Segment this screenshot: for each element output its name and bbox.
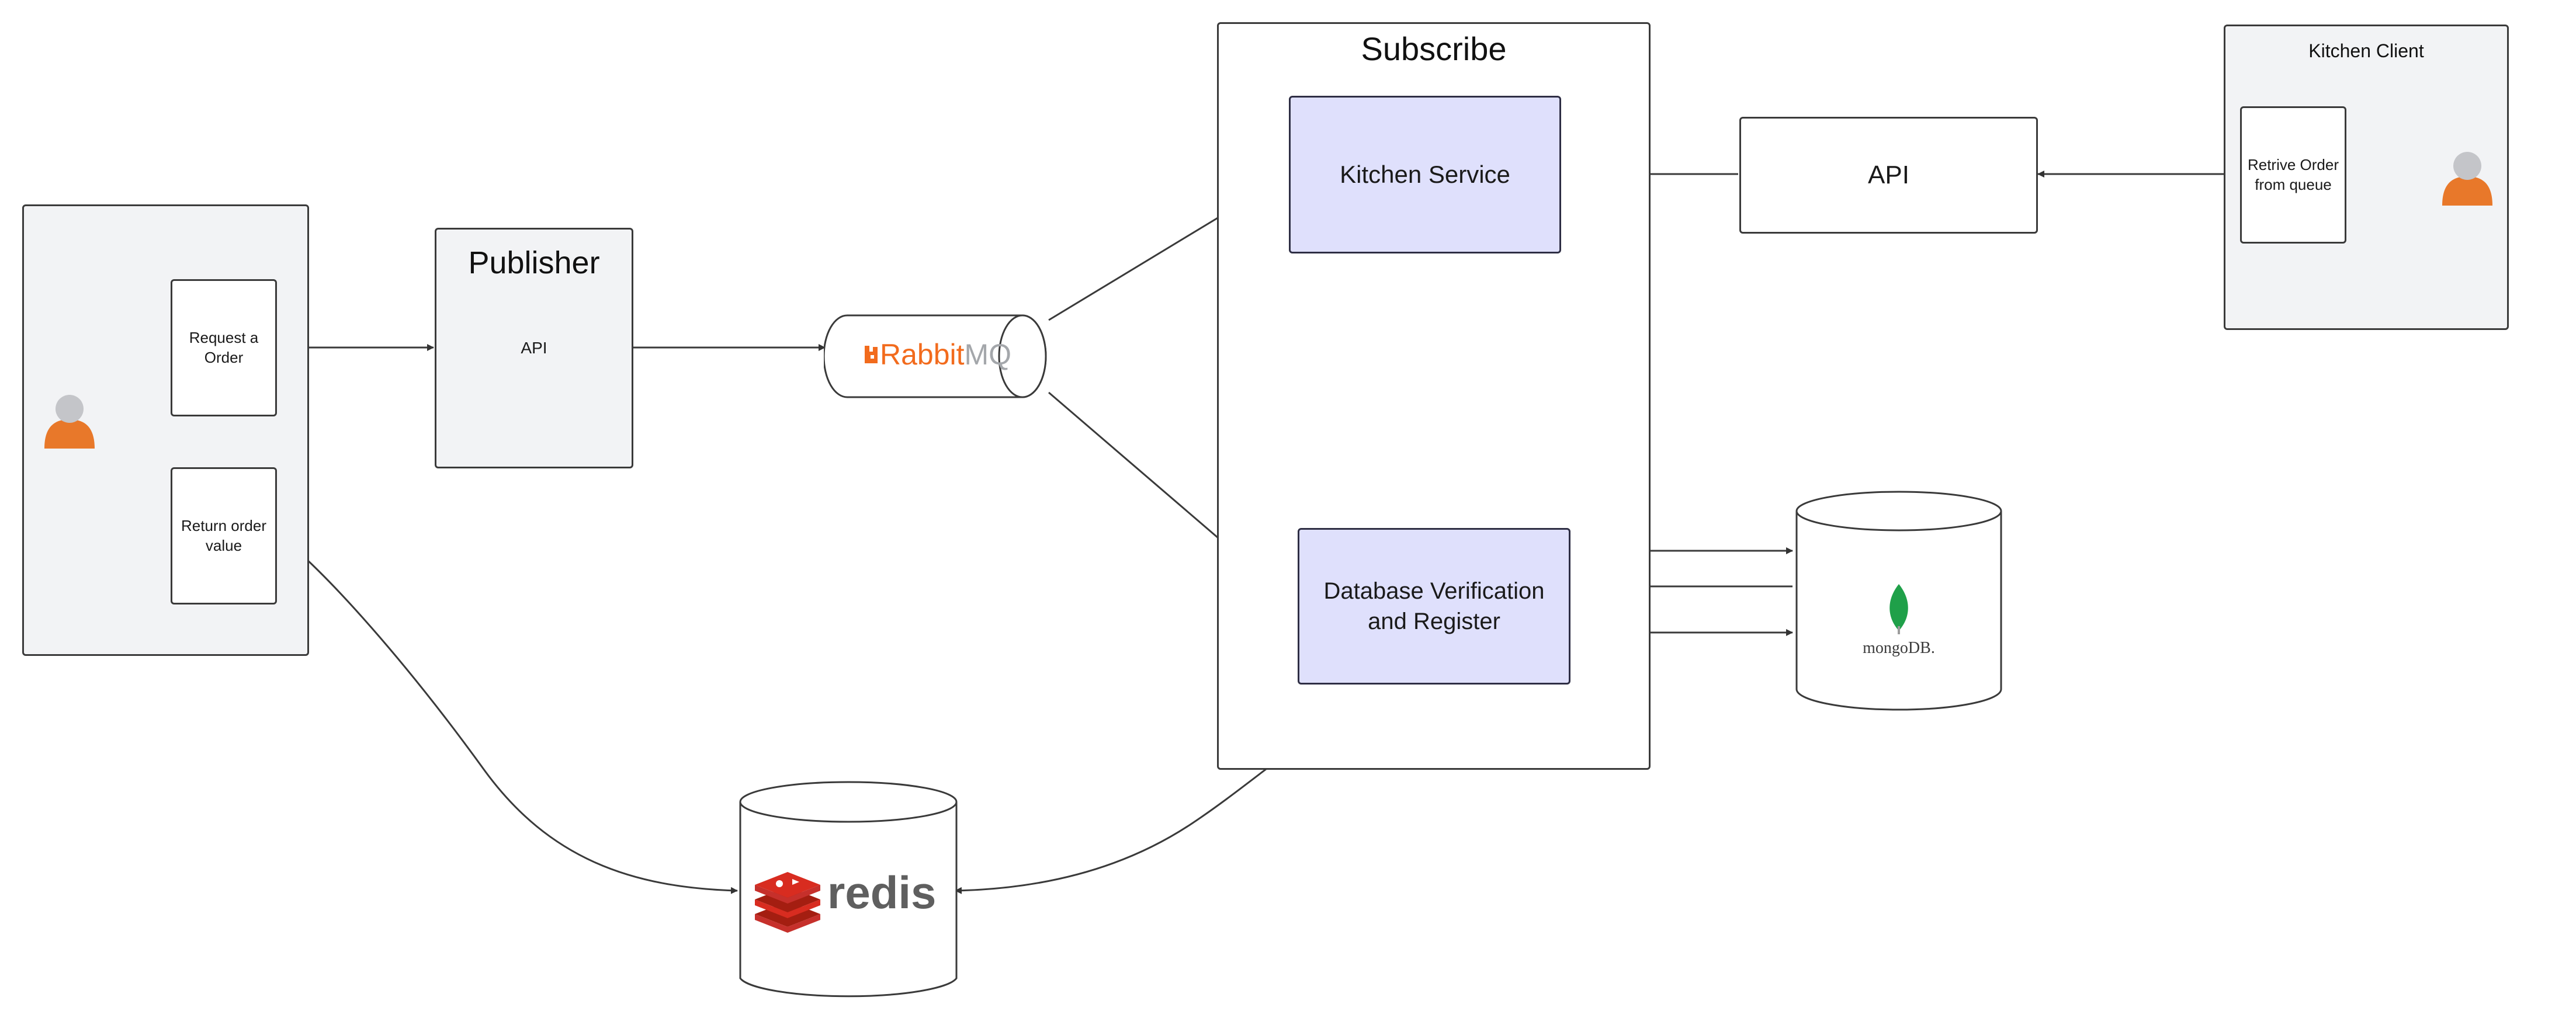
kitchen-service-box[interactable]: Kitchen Service — [1289, 96, 1561, 253]
kitchen-service-label: Kitchen Service — [1340, 160, 1510, 188]
redis-logo-icon — [755, 872, 820, 933]
customer-person-icon — [44, 395, 95, 449]
request-order-box[interactable]: Request a Order — [171, 279, 277, 416]
db-verification-box[interactable]: Database Verification and Register — [1298, 528, 1570, 685]
return-order-box[interactable]: Return order value — [171, 467, 277, 604]
publisher-title: Publisher — [468, 245, 600, 280]
kitchen-client-title: Kitchen Client — [2308, 40, 2424, 61]
publisher-box[interactable]: Publisher API — [435, 228, 633, 468]
rabbitmq-queue[interactable] — [824, 310, 1069, 403]
kitchen-person-icon — [2442, 152, 2492, 206]
mongodb-label: mongoDB. — [1863, 639, 1935, 657]
api-box-label: API — [1868, 161, 1909, 190]
retrieve-order-box[interactable]: Retrive Order from queue — [2240, 106, 2346, 244]
api-box[interactable]: API — [1739, 117, 2038, 234]
mongodb-database[interactable] — [1794, 491, 2004, 713]
rabbitmq-label: RabbitMQ — [880, 340, 1011, 369]
publisher-api-label: API — [521, 338, 547, 357]
retrieve-order-label: Retrive Order from queue — [2247, 155, 2339, 193]
mongodb-leaf-icon — [1889, 584, 1908, 634]
connector-return-to-redis — [275, 531, 738, 894]
redis-database[interactable] — [739, 780, 961, 1002]
request-order-label: Request a Order — [189, 328, 259, 366]
redis-label: redis — [827, 867, 937, 918]
return-order-label: Return order value — [181, 516, 266, 554]
rabbitmq-logo-icon — [865, 346, 878, 363]
db-verification-label: Database Verification and Register — [1323, 578, 1545, 634]
rabbitmq-mq-text: MQ — [964, 338, 1012, 371]
rabbitmq-rabbit-text: Rabbit — [880, 338, 965, 371]
subscribe-title: Subscribe — [1361, 30, 1507, 67]
